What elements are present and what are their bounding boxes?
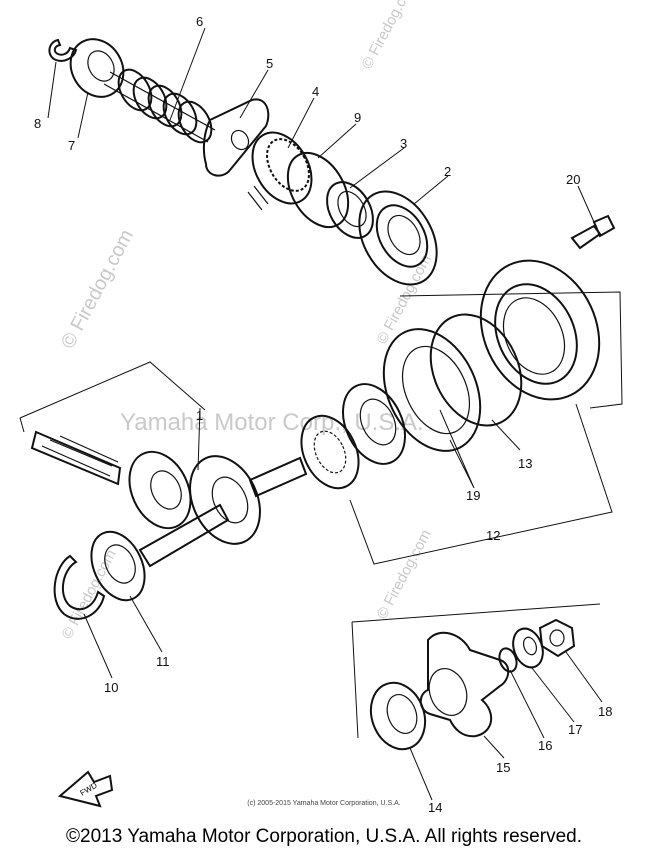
lower-assembly — [351, 603, 601, 751]
callout-15: 15 — [496, 760, 510, 775]
watermark-center: Yamaha Motor Corp., U.S.A. — [120, 409, 424, 436]
washer-17 — [512, 627, 544, 669]
callout-14: 14 — [428, 800, 442, 815]
watermark-diagonal-1: © Firedog.com — [359, 0, 420, 72]
flange-15 — [419, 631, 510, 738]
callout-9: 9 — [354, 110, 361, 125]
callout-5: 5 — [266, 56, 273, 71]
callout-10: 10 — [104, 680, 118, 695]
spring-seat-7 — [69, 38, 125, 98]
callout-6: 6 — [196, 14, 203, 29]
circlip-8 — [48, 38, 78, 62]
bearing-2 — [358, 190, 438, 286]
small-copyright: (c) 2005-2015 Yamaha Motor Corporation, … — [247, 800, 401, 807]
callout-7: 7 — [68, 138, 75, 153]
washer-16 — [498, 647, 518, 673]
watermark-diagonal-3: © Firedog.com — [374, 527, 435, 622]
circlip-9 — [286, 152, 350, 228]
watermark-side: © Firedog.com — [57, 226, 138, 352]
middle-assembly — [19, 259, 623, 620]
spline-hub — [300, 414, 360, 490]
callout-13: 13 — [518, 456, 532, 471]
bevel-gear-b — [189, 455, 261, 545]
callout-20: 20 — [566, 172, 580, 187]
bolt-20 — [570, 214, 616, 250]
bearing-12 — [342, 383, 406, 465]
bevel-gear-a — [128, 450, 192, 530]
o-ring-13 — [429, 313, 523, 427]
callout-4: 4 — [312, 84, 319, 99]
callout-8: 8 — [34, 116, 41, 131]
callout-19: 19 — [466, 488, 480, 503]
callout-11: 11 — [156, 654, 170, 669]
gear-4 — [251, 131, 313, 205]
washer-3 — [326, 181, 374, 239]
bearing-11 — [90, 530, 146, 602]
nut-18 — [538, 618, 576, 658]
coil-spring-6 — [117, 68, 213, 144]
callout-16: 16 — [538, 738, 552, 753]
callout-18: 18 — [598, 704, 612, 719]
main-copyright: ©2013 Yamaha Motor Corporation, U.S.A. A… — [66, 826, 582, 847]
housing — [479, 259, 601, 401]
callouts: 1 2 3 4 5 6 7 8 9 10 11 12 13 14 15 16 1… — [34, 14, 612, 815]
callout-12: 12 — [486, 528, 500, 543]
cam-5 — [202, 98, 270, 177]
oil-seal-14 — [369, 681, 427, 751]
circlip-10 — [53, 554, 106, 620]
callout-17: 17 — [568, 722, 582, 737]
leader-lines — [47, 27, 603, 801]
callout-3: 3 — [400, 136, 407, 151]
upper-assembly — [48, 38, 438, 286]
callout-2: 2 — [444, 164, 451, 179]
drive-shaft — [30, 430, 122, 486]
callout-1: 1 — [196, 408, 203, 423]
shim-19 — [382, 328, 482, 452]
